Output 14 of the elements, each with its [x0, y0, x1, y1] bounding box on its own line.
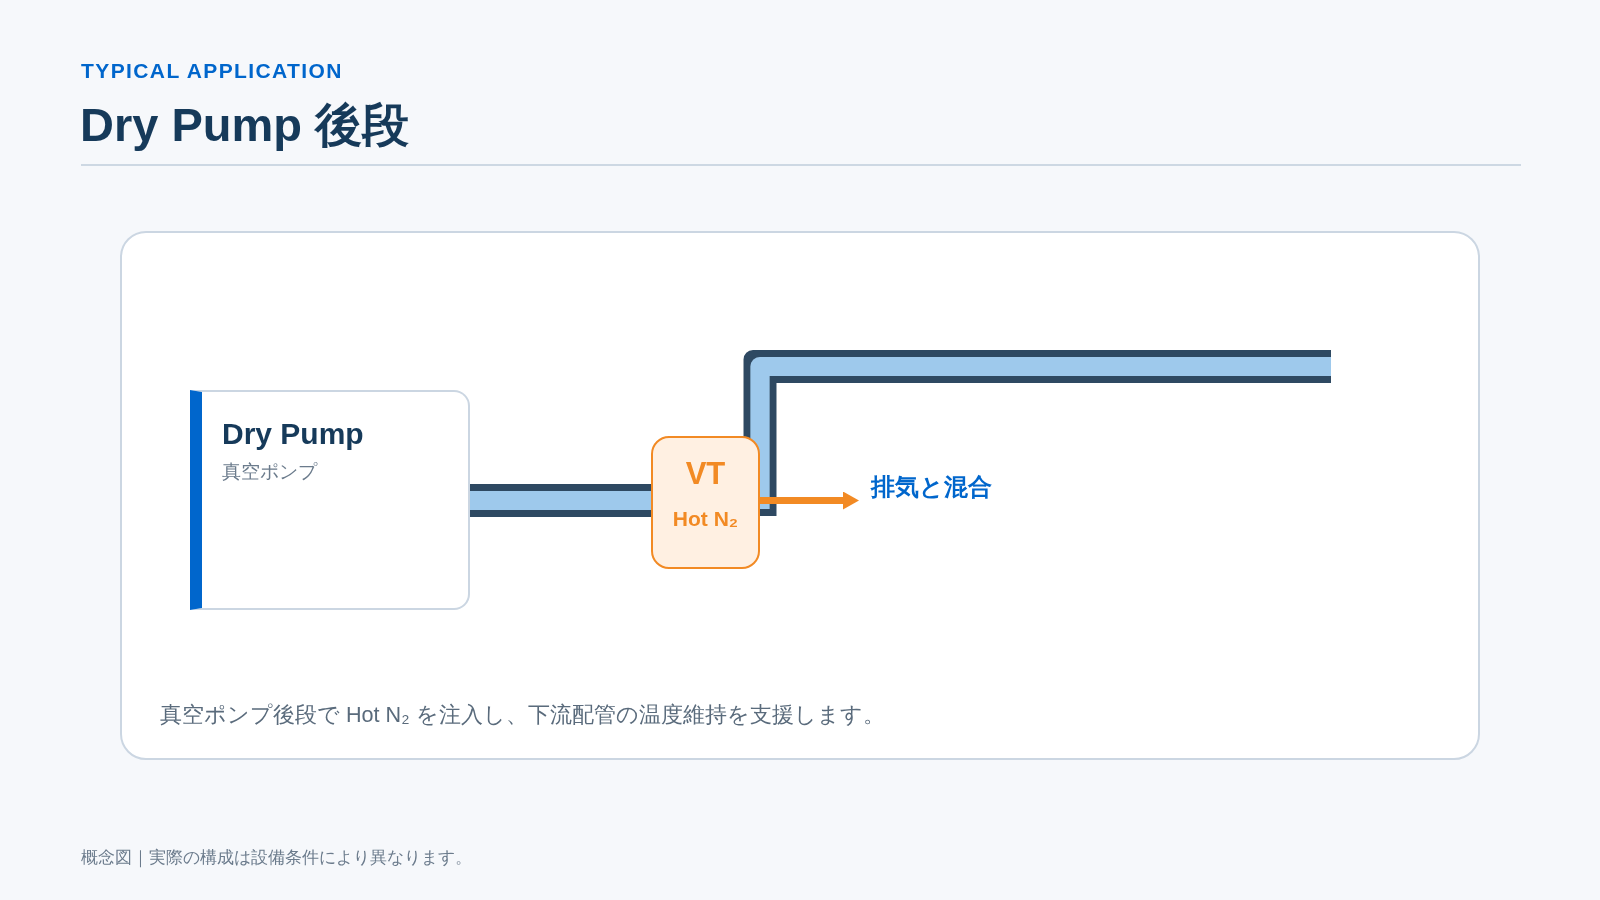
node-title: Dry Pump — [222, 416, 364, 452]
node-title: VT — [685, 456, 726, 491]
caption-text: 真空ポンプ後段で Hot N₂ を注入し、下流配管の温度維持を支援します。 — [160, 702, 885, 728]
node-subtitle: 真空ポンプ — [222, 460, 317, 483]
equipment-box — [190, 390, 470, 610]
flow-label: 排気と混合 — [871, 472, 992, 502]
node-subtitle: Hot N₂ — [672, 506, 739, 531]
footnote-text: 概念図｜実際の構成は設備条件により異なります。 — [81, 847, 472, 869]
pipe — [750, 357, 1331, 509]
injection-unit-box — [651, 436, 760, 569]
pipe — [470, 491, 651, 510]
section-kicker: TYPICAL APPLICATION — [81, 58, 343, 84]
flow-arrow — [760, 491, 859, 510]
page-title: Dry Pump 後段 — [80, 97, 410, 153]
